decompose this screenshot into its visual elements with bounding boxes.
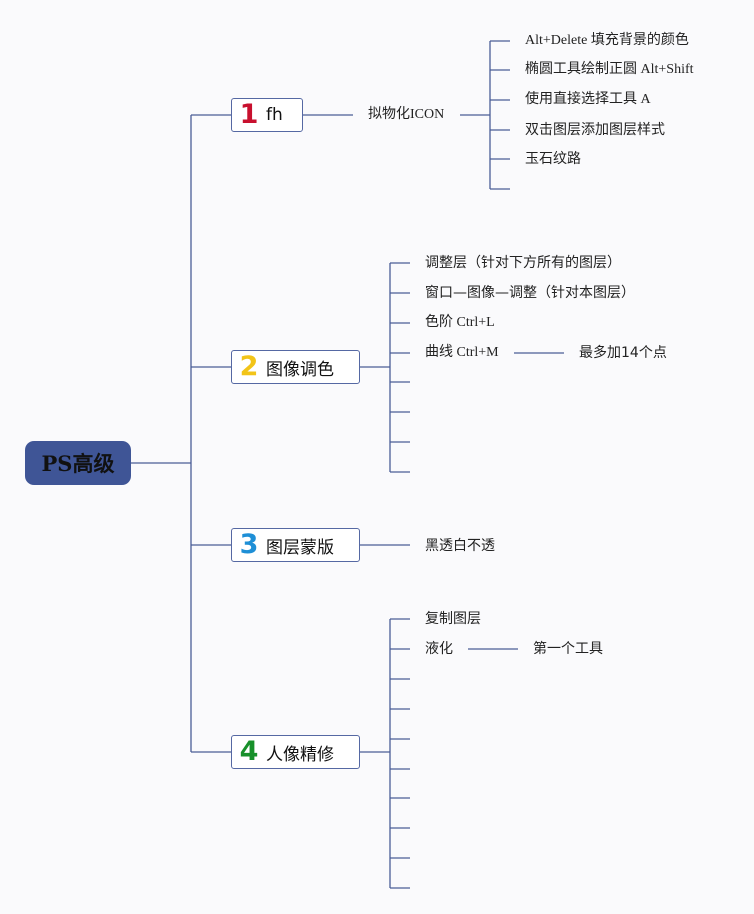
- topic-skeuomorphic-icon[interactable]: 拟物化ICON: [368, 107, 445, 122]
- branch-number-4: 4: [239, 736, 259, 767]
- topic-direct-select[interactable]: 使用直接选择工具 A: [525, 92, 651, 107]
- branch-label-3: 图层蒙版: [266, 537, 334, 558]
- topic-ellipse-tool[interactable]: 椭圆工具绘制正圆 Alt+Shift: [525, 62, 694, 77]
- root-node[interactable]: PS高级: [25, 441, 131, 485]
- topic-duplicate-layer[interactable]: 复制图层: [425, 611, 481, 627]
- topic-liquify-note[interactable]: 第一个工具: [533, 641, 603, 657]
- branch-node-3[interactable]: 3 图层蒙版: [231, 528, 360, 562]
- topic-black-white-mask[interactable]: 黑透白不透: [425, 538, 495, 554]
- branch-label-2: 图像调色: [266, 359, 334, 380]
- branch-node-4[interactable]: 4 人像精修: [231, 735, 360, 769]
- root-label: PS高级: [41, 451, 115, 476]
- topic-curve-points-note[interactable]: 最多加14个点: [579, 345, 667, 361]
- branch-number-2: 2: [239, 351, 259, 382]
- topic-levels[interactable]: 色阶 Ctrl+L: [425, 315, 495, 330]
- topic-alt-delete[interactable]: Alt+Delete 填充背景的颜色: [525, 33, 689, 48]
- topic-curves[interactable]: 曲线 Ctrl+M: [425, 345, 499, 360]
- branch-node-2[interactable]: 2 图像调色: [231, 350, 360, 384]
- branch-label-1: fh: [266, 105, 283, 125]
- topic-jade-texture[interactable]: 玉石纹路: [525, 151, 581, 167]
- branch-node-1[interactable]: 1 fh: [231, 98, 303, 132]
- topic-liquify[interactable]: 液化: [425, 641, 453, 657]
- topic-window-image-adjust[interactable]: 窗口—图像—调整（针对本图层）: [425, 285, 635, 301]
- branch-number-1: 1: [239, 99, 259, 130]
- branch-label-4: 人像精修: [266, 744, 334, 765]
- branch-number-3: 3: [239, 529, 259, 560]
- topic-adjustment-layer[interactable]: 调整层（针对下方所有的图层）: [425, 255, 621, 271]
- topic-layer-style[interactable]: 双击图层添加图层样式: [525, 122, 665, 138]
